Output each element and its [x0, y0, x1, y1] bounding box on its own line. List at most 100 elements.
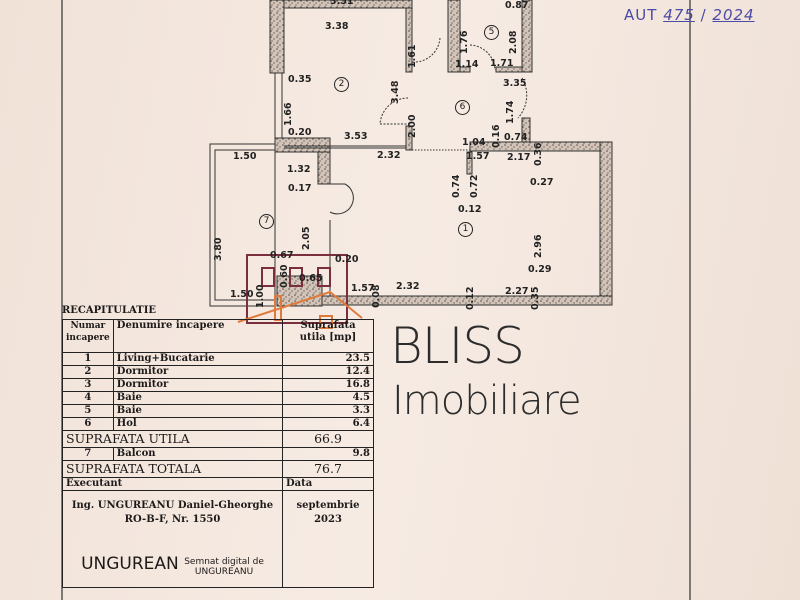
room-name: Baie [112, 391, 284, 405]
dimension-label: 0.35 [288, 74, 312, 85]
dimension-label: 0.16 [491, 124, 502, 148]
dimension-label: 0.20 [335, 254, 359, 265]
room-number: 5 [62, 404, 114, 418]
room-area: 6.4 [282, 417, 374, 431]
watermark-brand: BLISS [390, 317, 525, 375]
room-area: 3.3 [282, 404, 374, 418]
header-area: Suprafata utila [mp] [282, 319, 374, 353]
room-name: Dormitor [112, 365, 284, 379]
room-area: 16.8 [282, 378, 374, 392]
dimension-label: 1.32 [287, 164, 311, 175]
date-label: Data [282, 477, 374, 491]
dimension-label: 0.74 [451, 174, 462, 198]
executant-label: Executant [62, 477, 283, 491]
dimension-label: 1.57 [351, 283, 375, 294]
dimension-label: 3.80 [213, 237, 224, 261]
dimension-label: 1.57 [466, 151, 490, 162]
dimension-label: 0.67 [270, 250, 294, 261]
room-name: Baie [112, 404, 284, 418]
dimension-label: 0.17 [288, 183, 312, 194]
dimension-label: 1.00 [255, 284, 266, 308]
stamp-year: 2024 [712, 6, 755, 24]
dimension-label: 0.29 [528, 264, 552, 275]
recap-title: RECAPITULATIE [62, 305, 156, 316]
dimension-label: 0.60 [279, 264, 290, 288]
dimension-label: 3.38 [325, 21, 349, 32]
dimension-label: 0.20 [288, 127, 312, 138]
room-area: 23.5 [282, 352, 374, 366]
watermark-sub: Imobiliare [392, 378, 582, 424]
room-name: Hol [112, 417, 284, 431]
signature-note: Semnat digital de [184, 557, 264, 567]
dimension-label: 2.17 [507, 152, 531, 163]
useful-area-label: SUPRAFATA UTILA [62, 430, 283, 448]
total-area-label: SUPRAFATA TOTALA [62, 460, 283, 478]
dimension-label: 0.36 [533, 142, 544, 166]
signature-note-name: UNGUREANU [194, 567, 254, 577]
room-number: 4 [62, 391, 114, 405]
dimension-label: 2.32 [396, 281, 420, 292]
dimension-label: 1.50 [233, 151, 257, 162]
header-name: Denumire incapere [112, 319, 284, 353]
dimension-label: 0.12 [465, 286, 476, 310]
dimension-label: 1.74 [505, 100, 516, 124]
executant-name: Ing. UNGUREANU Daniel-Gheorghe [71, 500, 274, 511]
walls [269, 0, 613, 307]
room-area: 12.4 [282, 365, 374, 379]
room-number: 2 [62, 365, 114, 379]
dimension-label: 1.04 [462, 137, 486, 148]
total-area-row: SUPRAFATA TOTALA 76.7 [62, 460, 374, 478]
recap-table: Numar incapere Denumire incapere Suprafa… [62, 319, 374, 588]
dimension-label: 2.00 [407, 114, 418, 138]
table-row: 7 Balcon 9.8 [62, 447, 374, 461]
dimension-label: 0.35 [530, 286, 541, 310]
dimension-label: 1.61 [407, 44, 418, 68]
room-number: 6 [62, 417, 114, 431]
room-number-marker: 5 [484, 25, 499, 40]
room-number-marker: 7 [259, 214, 274, 229]
dimension-label: 2.32 [377, 150, 401, 161]
room-number-marker: 2 [334, 77, 349, 92]
room-number-marker: 1 [458, 222, 473, 237]
dimension-label: 1.71 [490, 58, 514, 69]
dimension-label: 3.35 [503, 78, 527, 89]
room-number: 1 [62, 352, 114, 366]
dimension-label: 0.08 [371, 284, 382, 308]
executant-header-row: Executant Data [62, 477, 374, 491]
thin-lines [209, 37, 528, 307]
room-number: 7 [62, 447, 114, 461]
room-name: Living+Bucatarie [112, 352, 284, 366]
date-year: 2023 [314, 514, 342, 525]
dimension-label: 3.48 [390, 80, 401, 104]
signature-name: UNGUREAN [81, 554, 179, 574]
dimension-label: 3.51 [330, 0, 354, 7]
room-name: Balcon [112, 447, 284, 461]
stamp-prefix: AUT [624, 6, 658, 24]
useful-area-row: SUPRAFATA UTILA 66.9 [62, 430, 374, 448]
room-area: 4.5 [282, 391, 374, 405]
dimension-label: 2.96 [533, 234, 544, 258]
authorization-stamp: AUT 475 / 2024 [624, 6, 755, 24]
dimension-label: 0.65 [299, 273, 323, 284]
dimension-label: 1.14 [455, 59, 479, 70]
dimension-label: 1.50 [230, 289, 254, 300]
dimension-label: 0.72 [469, 174, 480, 198]
dimension-label: 1.66 [283, 102, 294, 126]
room-number-marker: 6 [455, 100, 470, 115]
dimension-label: 2.08 [508, 30, 519, 54]
dimension-label: 0.12 [458, 204, 482, 215]
dimension-label: 0.74 [504, 132, 528, 143]
executant-license: RO-B-F, Nr. 1550 [124, 514, 221, 525]
dimension-label: 0.87 [505, 0, 529, 11]
dimension-label: 3.53 [344, 131, 368, 142]
dimension-label: 2.27 [505, 286, 529, 297]
dimension-label: 2.05 [301, 226, 312, 250]
executant-row: Ing. UNGUREANU Daniel-Gheorghe RO-B-F, N… [62, 490, 374, 588]
